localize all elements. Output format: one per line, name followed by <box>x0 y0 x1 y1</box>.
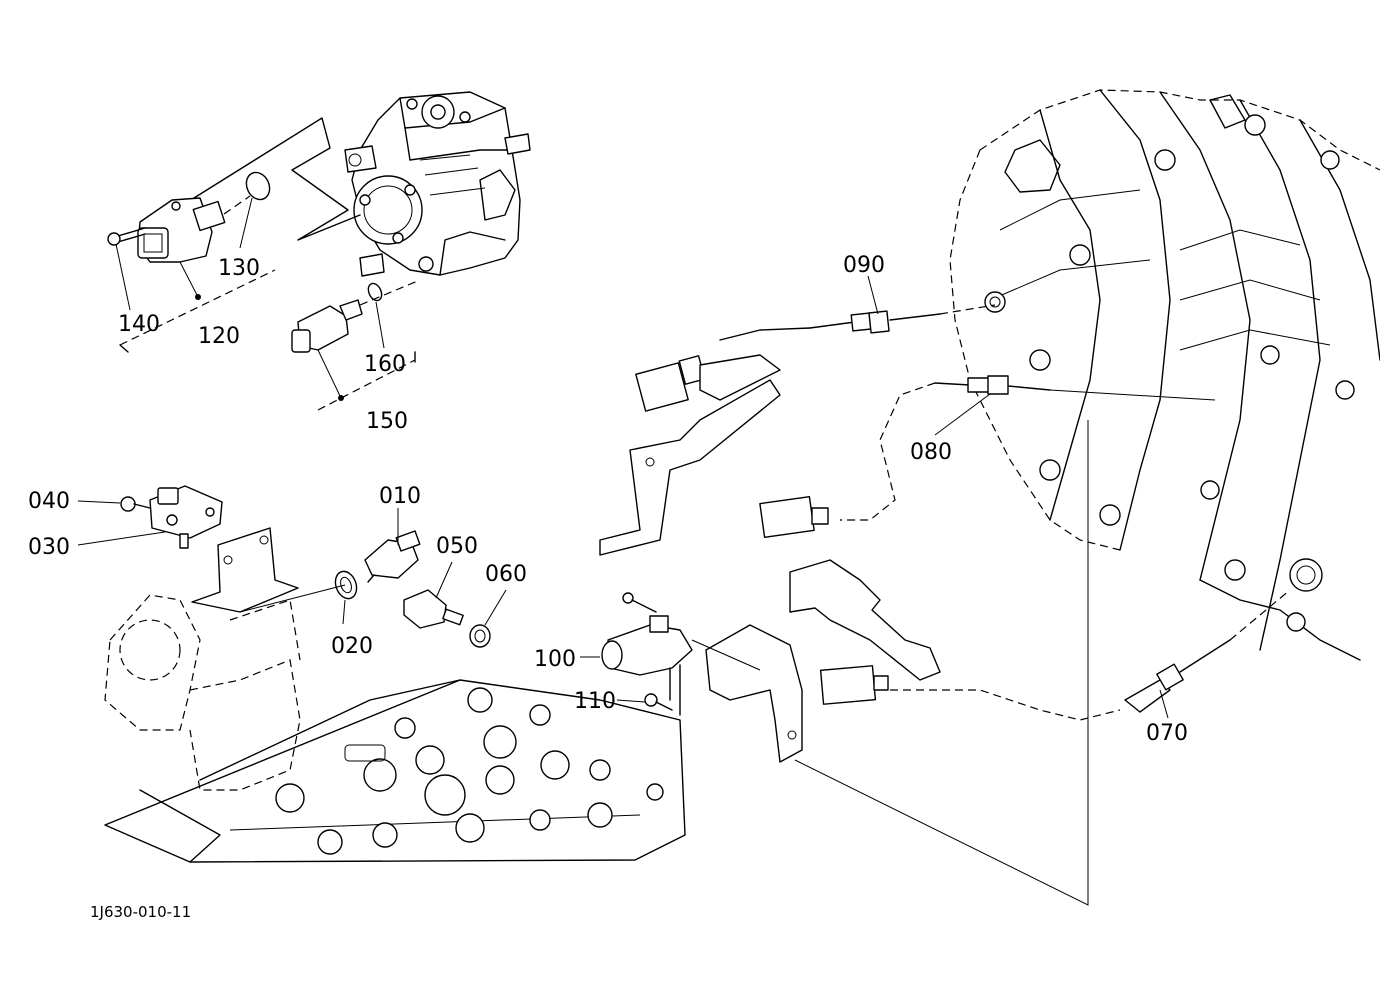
fuel-injection-pump <box>344 91 531 277</box>
callout-010: 010 <box>379 484 421 509</box>
part-040-bolt <box>120 496 151 512</box>
callout-150: 150 <box>366 409 408 434</box>
part-130-o-ring <box>245 171 271 201</box>
group-line-150 <box>317 359 416 411</box>
callout-050: 050 <box>436 534 478 559</box>
callout-140: 140 <box>118 312 160 337</box>
leader-zigzag <box>177 117 361 241</box>
connector-bracket <box>789 559 941 681</box>
sensor-bracket <box>191 527 299 613</box>
pressure-sensor-bracket <box>705 624 803 763</box>
intake-manifold <box>104 594 301 791</box>
group-line-120 <box>119 269 276 346</box>
part-020-gasket <box>334 570 358 600</box>
part-120-suction-control-valve <box>137 197 226 300</box>
callout-120: 120 <box>198 324 240 349</box>
part-150-sensor <box>291 299 363 401</box>
callout-040: 040 <box>28 489 70 514</box>
callout-130: 130 <box>218 256 260 281</box>
diagram-code: 1J630-010-11 <box>90 903 191 921</box>
leader-mount <box>794 420 1089 906</box>
callout-070: 070 <box>1146 721 1188 746</box>
part-160-gasket <box>367 282 383 302</box>
callout-110: 110 <box>574 689 616 714</box>
part-090-temp-sensor <box>719 304 996 341</box>
callout-020: 020 <box>331 634 373 659</box>
connector-090 <box>599 354 781 556</box>
part-140-bolt <box>107 227 146 311</box>
part-060-washer <box>469 624 491 648</box>
callout-060: 060 <box>485 562 527 587</box>
part-080-temp-sensor <box>759 375 1216 539</box>
part-010-sensor <box>364 530 421 583</box>
part-030-sensor <box>149 485 223 549</box>
callout-090: 090 <box>843 253 885 278</box>
callout-030: 030 <box>28 535 70 560</box>
part-070-temp-sensor <box>819 589 1291 721</box>
callout-080: 080 <box>910 440 952 465</box>
dpf-muffler <box>949 89 1380 661</box>
cylinder-head <box>104 679 686 863</box>
callout-160: 160 <box>364 352 406 377</box>
part-100-pressure-sensor <box>601 592 693 716</box>
part-110-bolt <box>644 693 673 711</box>
callout-100: 100 <box>534 647 576 672</box>
part-050-sensor <box>403 589 464 629</box>
